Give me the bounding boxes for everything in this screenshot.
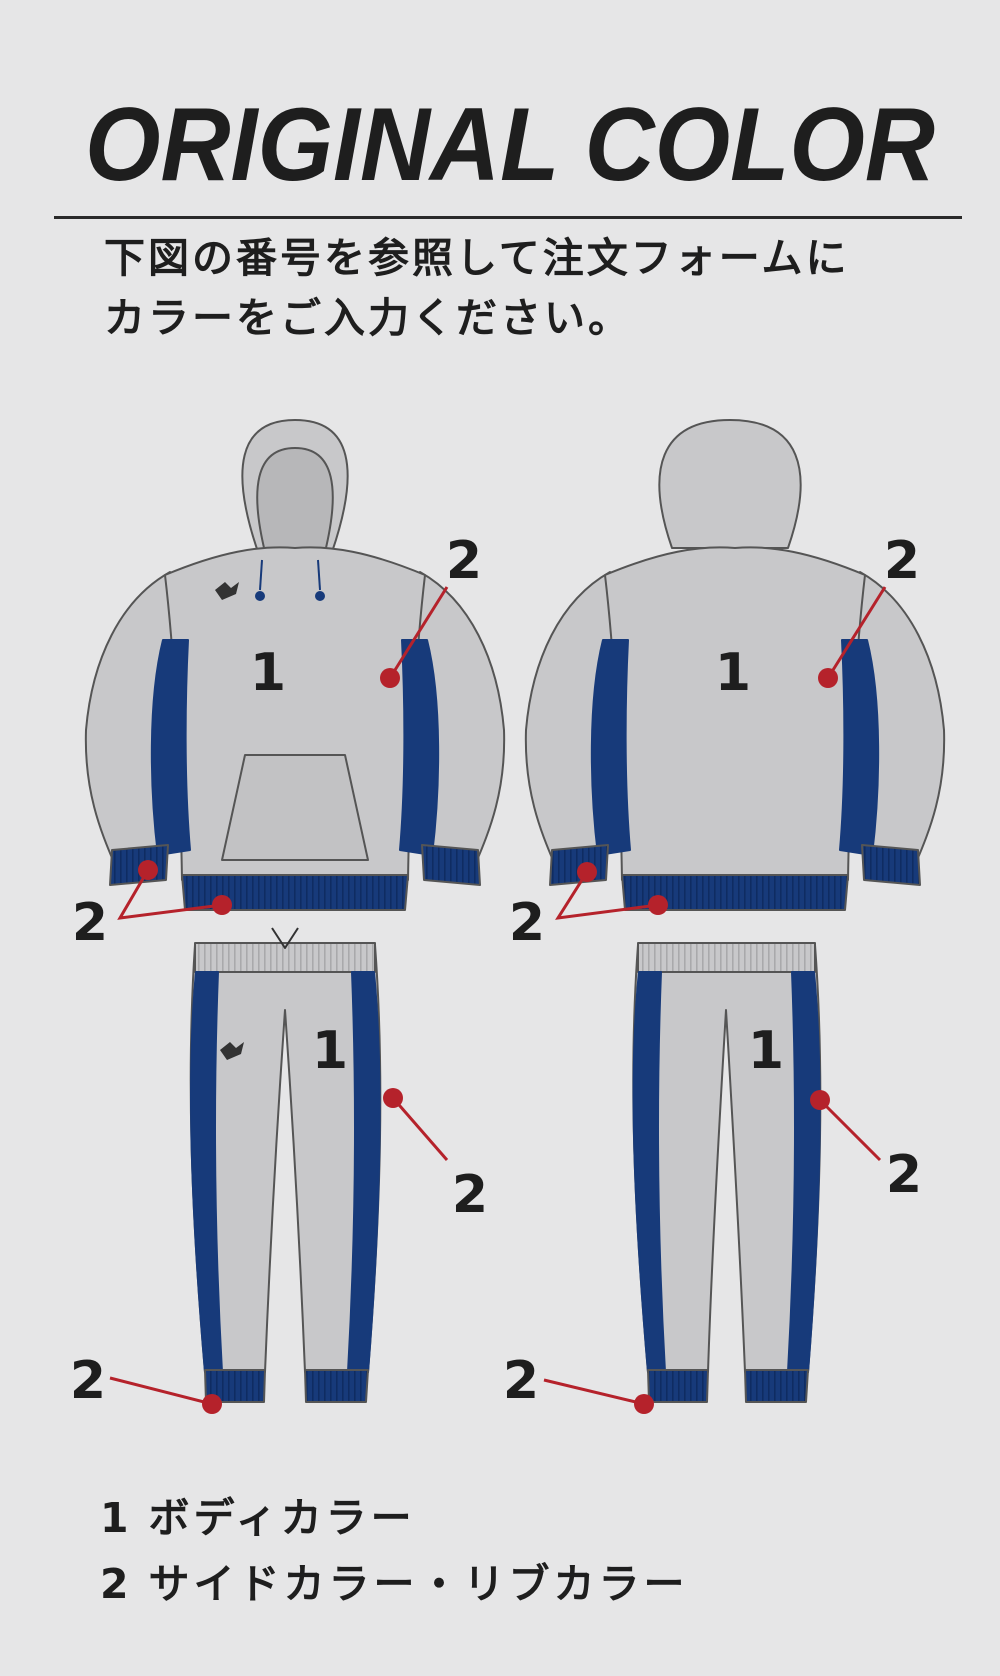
callouts-back-hoodie: 1 2 2 (509, 531, 920, 953)
front-hem-rib (181, 874, 409, 911)
instruction-line-1: 下図の番号を参照して注文フォームに (104, 234, 850, 282)
page-title: ORIGINAL COLOR (85, 88, 935, 203)
callouts-front-pants: 1 2 2 (70, 1021, 488, 1414)
legend-number: 1 (100, 1494, 133, 1542)
back-cuff-right (861, 844, 921, 886)
back-hoodie-body (604, 546, 866, 881)
label-back-pants-side: 2 (886, 1145, 922, 1205)
marker-front-pants-side (383, 1088, 403, 1108)
callouts-back-pants: 1 2 2 (503, 1021, 922, 1414)
back-side-panel-right (839, 639, 880, 856)
front-cuff-left (109, 844, 169, 886)
marker-front-cuff (138, 860, 158, 880)
brand-logo-icon (215, 582, 239, 600)
back-hem-rib (621, 874, 849, 911)
legend-label: サイドカラー・リブカラー (148, 1560, 689, 1608)
marker-back-pants-cuff (634, 1394, 654, 1414)
label-front-pants-side: 2 (452, 1165, 488, 1225)
callouts-front-hoodie: 1 2 2 (72, 531, 482, 953)
legend-number: 2 (100, 1560, 133, 1608)
back-waistband (637, 942, 816, 973)
front-cuff-right (421, 844, 481, 886)
pants-logo-icon (220, 1042, 244, 1060)
legend-label: ボディカラー (148, 1494, 416, 1542)
title-divider (54, 216, 962, 219)
marker-back-hem (648, 895, 668, 915)
front-pants-cuff-right (304, 1369, 369, 1403)
instruction-line-2: カラーをご入力ください。 (104, 294, 632, 342)
front-side-panel-right (399, 639, 440, 856)
marker-front-pants-cuff (202, 1394, 222, 1414)
label-front-pants-rib: 2 (70, 1351, 106, 1411)
back-side-panel-left (590, 639, 631, 856)
back-hood (658, 419, 802, 549)
page-title-text: ORIGINAL COLOR (85, 88, 935, 203)
label-front-hoodie-rib: 2 (72, 893, 108, 953)
label-back-hoodie-body: 1 (715, 643, 751, 703)
label-back-hoodie-rib: 2 (509, 893, 545, 953)
back-pants-cuff-right (744, 1369, 809, 1403)
marker-front-hem (212, 895, 232, 915)
garment-diagram: 1 2 2 1 2 2 1 2 2 1 2 2 (70, 419, 946, 1414)
marker-back-pants-side (810, 1090, 830, 1110)
back-pants (632, 942, 822, 1403)
label-front-hoodie-side: 2 (446, 531, 482, 591)
front-pants (189, 927, 382, 1403)
marker-back-cuff (577, 862, 597, 882)
front-hoodie (84, 419, 506, 911)
back-cuff-left (549, 844, 609, 886)
label-front-pants-body: 1 (312, 1021, 348, 1081)
marker-front-side (380, 668, 400, 688)
marker-back-side (818, 668, 838, 688)
front-pocket (221, 754, 369, 861)
label-back-pants-body: 1 (748, 1021, 784, 1081)
front-pants-cuff-left (204, 1369, 266, 1403)
label-back-hoodie-side: 2 (884, 531, 920, 591)
back-pants-cuff-left (647, 1369, 709, 1403)
front-side-panel-left (150, 639, 191, 856)
label-front-hoodie-body: 1 (250, 643, 286, 703)
label-back-pants-rib: 2 (503, 1351, 539, 1411)
back-hoodie (524, 419, 946, 911)
